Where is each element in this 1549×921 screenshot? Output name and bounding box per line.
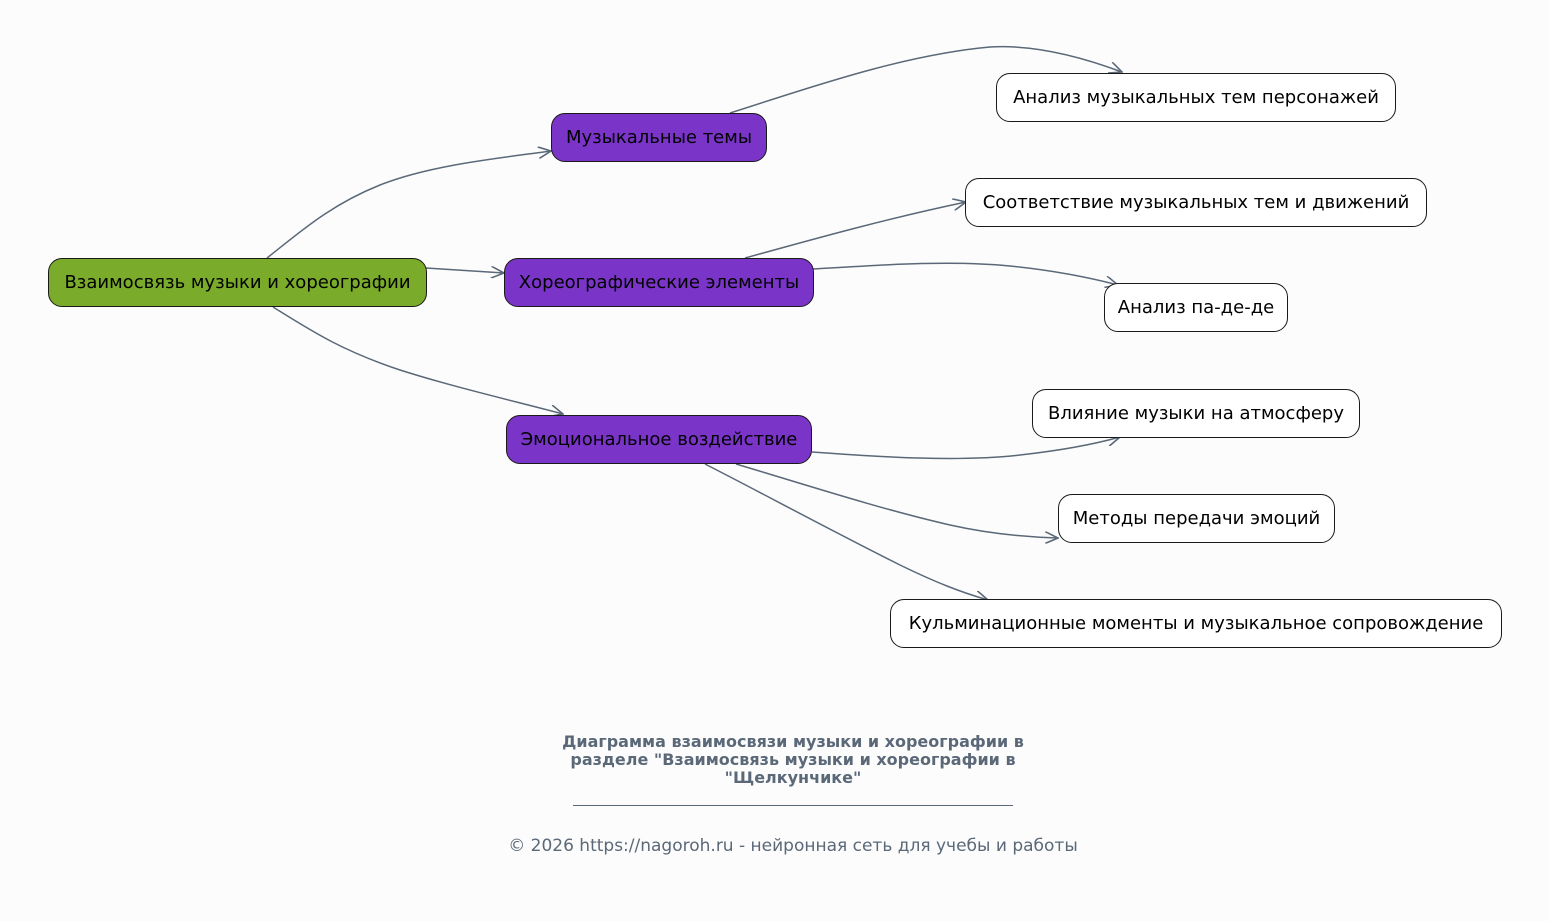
branch-node-emotional-impact[interactable]: Эмоциональное воздействие	[506, 415, 812, 464]
edge-root-to-choreographic-elements	[425, 268, 504, 273]
edge-root-to-emotional-impact	[272, 306, 563, 414]
leaf-node-themes-movements-correspondence[interactable]: Соответствие музыкальных тем и движений	[965, 178, 1427, 227]
branch-node-choreographic-elements[interactable]: Хореографические элементы	[504, 258, 814, 307]
caption-divider	[573, 805, 1013, 806]
diagram-caption: Диаграмма взаимосвязи музыки и хореограф…	[500, 732, 1086, 857]
root-node[interactable]: Взаимосвязь музыки и хореографии	[48, 258, 427, 307]
caption-title: Диаграмма взаимосвязи музыки и хореограф…	[562, 732, 1024, 787]
leaf-node-climax-accompaniment[interactable]: Кульминационные моменты и музыкальное со…	[890, 599, 1502, 648]
leaf-node-character-themes-analysis[interactable]: Анализ музыкальных тем персонажей	[996, 73, 1396, 122]
branch-node-musical-themes[interactable]: Музыкальные темы	[551, 113, 767, 162]
edge-root-to-musical-themes	[266, 151, 551, 259]
edge-themes-to-character-analysis	[729, 45, 1122, 114]
edge-choreo-to-correspondence	[744, 202, 966, 259]
edge-emotion-to-climax	[704, 463, 988, 600]
leaf-node-music-atmosphere[interactable]: Влияние музыки на атмосферу	[1032, 389, 1360, 438]
leaf-node-emotion-methods[interactable]: Методы передачи эмоций	[1058, 494, 1335, 543]
caption-credit: © 2026 https://nagoroh.ru - нейронная се…	[508, 836, 1078, 856]
leaf-node-pas-de-deux-analysis[interactable]: Анализ па-де-де	[1104, 283, 1288, 332]
edge-choreo-to-pas-de-deux	[812, 262, 1118, 285]
edge-emotion-to-atmosphere	[811, 437, 1120, 460]
edge-emotion-to-methods	[735, 463, 1058, 538]
